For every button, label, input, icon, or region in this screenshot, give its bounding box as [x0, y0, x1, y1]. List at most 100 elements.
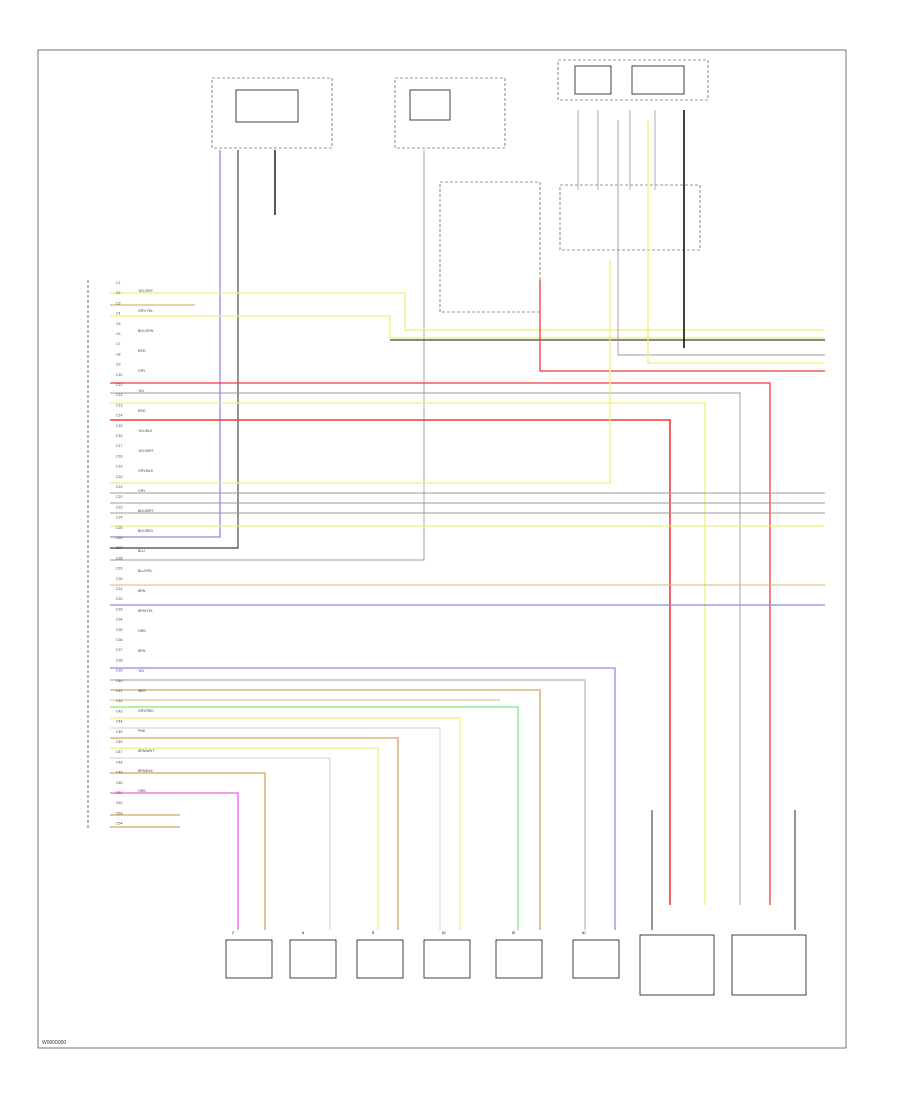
- pin-label-7: C7: [116, 342, 121, 346]
- wire-gry-top: [617, 120, 825, 356]
- labels: C1C2C3C4C5C6C7C8C9C10C11C12C13C14C15C16C…: [116, 281, 586, 935]
- pin-label-54: C54: [116, 822, 122, 826]
- pin-label-15: C15: [116, 424, 122, 428]
- wire-red-1: [110, 382, 771, 905]
- pin-label-24: C24: [116, 516, 122, 520]
- wire-label-9: YEL/WHT: [138, 449, 154, 453]
- wire-wht-low-2: [110, 757, 331, 930]
- wire-label-2: GRY/YEL: [138, 309, 153, 313]
- pin-label-53: C53: [116, 811, 122, 815]
- wire-label-4: RED: [138, 349, 146, 353]
- sensor-rear-left: [289, 939, 337, 979]
- small-label-8: 8: [302, 931, 304, 935]
- wire-label-14: BLU: [138, 549, 145, 553]
- wire-label-5: GRY: [138, 369, 146, 373]
- pin-label-41: C41: [116, 689, 122, 693]
- wire-label-17: BRN/YEL: [138, 609, 153, 613]
- wire-gry-riser: [110, 150, 425, 561]
- sensor-box-top-right: [557, 59, 709, 101]
- wire-blu-riser: [110, 150, 221, 538]
- wire-blk-riser-1: [110, 150, 239, 549]
- pin-label-21: C21: [116, 485, 122, 489]
- pin-label-12: C12: [116, 393, 122, 397]
- wire-label-3: BLK/GRN: [138, 329, 154, 333]
- pin-label-3: C3: [116, 301, 121, 305]
- pin-label-50: C50: [116, 781, 122, 785]
- pin-label-44: C44: [116, 720, 122, 724]
- small-label-10: 10: [442, 931, 446, 935]
- pin-label-5: C5: [116, 322, 121, 326]
- pin-label-14: C14: [116, 414, 122, 418]
- pin-label-31: C31: [116, 587, 122, 591]
- sensor-occupant: [572, 939, 620, 979]
- small-label-2: 1: [302, 931, 304, 935]
- wire-yel-top: [110, 292, 825, 331]
- wire-label-23: PNK: [138, 729, 146, 733]
- wire-label-26: ORN: [138, 789, 146, 793]
- wire-label-15: BLU/YEL: [138, 569, 152, 573]
- wire-orn-low-3: [110, 737, 399, 930]
- small-label-11: 11: [512, 931, 516, 935]
- pin-label-36: C36: [116, 638, 122, 642]
- pin-label-13: C13: [116, 403, 122, 407]
- small-label-4: 4: [442, 931, 444, 935]
- pin-label-35: C35: [116, 628, 122, 632]
- pin-label-43: C43: [116, 709, 122, 713]
- sensor-connector-1: [574, 65, 612, 95]
- wire-label-16: BRN: [138, 589, 146, 593]
- pin-label-18: C18: [116, 454, 122, 458]
- wire-yel-low-2: [110, 747, 379, 930]
- sensor-connector-2: [631, 65, 685, 95]
- wire-label-6: YEL: [138, 389, 145, 393]
- wire-wht-low: [110, 727, 441, 930]
- pin-label-45: C45: [116, 730, 122, 734]
- pin-label-4: C4: [116, 312, 121, 316]
- pin-label-17: C17: [116, 444, 122, 448]
- wire-label-11: GRY: [138, 489, 146, 493]
- pin-label-27: C27: [116, 546, 122, 550]
- wire-yel-3: [110, 402, 706, 905]
- small-label-12: 12: [582, 931, 586, 935]
- wire-label-19: BRN: [138, 649, 146, 653]
- airbag-left-module: [639, 934, 715, 996]
- sensor-front-left: [225, 939, 273, 979]
- wire-yel-low-1: [110, 717, 461, 930]
- pin-label-33: C33: [116, 607, 122, 611]
- wire-label-21: WHT: [138, 689, 147, 693]
- pin-label-2: C2: [116, 291, 121, 295]
- sensor-front-right: [423, 939, 471, 979]
- fuse-box-left: [211, 77, 333, 149]
- wire-yel-top-3: [647, 120, 825, 364]
- small-label-3: 3: [372, 931, 374, 935]
- pin-label-25: C25: [116, 526, 122, 530]
- pin-label-19: C19: [116, 465, 122, 469]
- wire-label-12: BLK/WHT: [138, 509, 154, 513]
- wire-yel-4: [110, 260, 611, 484]
- module-internal-box: [439, 181, 541, 313]
- sensor-side-right: [495, 939, 543, 979]
- small-label-7: 7: [232, 931, 234, 935]
- wire-gry-1: [110, 392, 741, 905]
- wire-label-22: GRY/RED: [138, 709, 154, 713]
- airbag-right-module: [731, 934, 807, 996]
- pin-label-39: C39: [116, 669, 122, 673]
- pin-label-11: C11: [116, 383, 122, 387]
- pin-label-49: C49: [116, 771, 122, 775]
- wire-label-8: YEL/BLK: [138, 429, 153, 433]
- pin-label-30: C30: [116, 577, 122, 581]
- pin-label-29: C29: [116, 567, 122, 571]
- diagram-frame: [37, 49, 847, 1049]
- pin-label-47: C47: [116, 750, 122, 754]
- diagram-code: W0000000: [42, 1040, 67, 1046]
- wire-orn-low-4: [110, 772, 266, 930]
- small-label-5: 5: [512, 931, 514, 935]
- pin-label-8: C8: [116, 352, 121, 356]
- wire-label-13: BLK/RED: [138, 529, 153, 533]
- wire-red-2: [110, 419, 671, 905]
- wire-label-20: YEL: [138, 669, 145, 673]
- pin-label-40: C40: [116, 679, 122, 683]
- pin-label-28: C28: [116, 556, 122, 560]
- wire-label-7: RED: [138, 409, 146, 413]
- pin-label-52: C52: [116, 801, 122, 805]
